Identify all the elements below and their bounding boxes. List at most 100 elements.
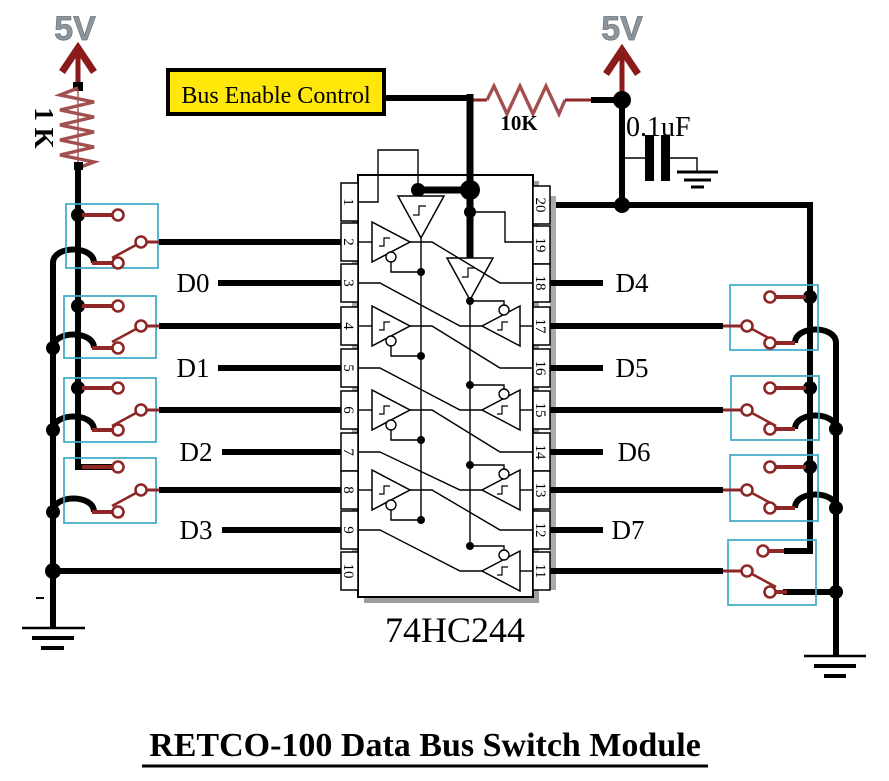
switch-left-1: [65, 203, 159, 270]
switch-box: [729, 284, 819, 351]
resistor-10k-symbol: [485, 81, 567, 119]
junction-dot: [803, 381, 817, 395]
switch-lever: [111, 327, 137, 344]
ground-symbol-right: [804, 654, 866, 678]
d4-label: D4: [616, 268, 649, 298]
svg-text:1: 1: [340, 198, 356, 206]
vcc-right: 5V: [601, 10, 643, 205]
switch-pole: [740, 564, 754, 578]
svg-text:19: 19: [532, 238, 548, 253]
switch-left-3: [63, 377, 159, 443]
switch-contact: [763, 501, 777, 515]
switch-contact: [111, 460, 125, 474]
switch-pole: [740, 483, 754, 497]
vcc-arrowhead-icon: [603, 43, 641, 76]
vcc-left: 5V: [54, 10, 97, 91]
bus-enable-box: [166, 68, 386, 116]
d7-label: D7: [612, 515, 645, 545]
switch-contact: [111, 299, 125, 313]
enable-buffer-triangle: [396, 195, 446, 240]
ground-symbol-cap: [677, 170, 718, 189]
junction-dot: [71, 299, 85, 313]
resistor-10k: 10K: [473, 81, 618, 135]
switch-pole: [134, 235, 148, 249]
ic-pin-8: 8: [340, 470, 359, 510]
switch-contact: [763, 460, 777, 474]
switch-left-4: [63, 457, 159, 524]
switch-pole: [134, 483, 148, 497]
buffer-1a: [358, 220, 533, 284]
data-labels-left: D0 D1 D2 D3: [177, 268, 341, 545]
ic-internals: [358, 94, 533, 593]
buffer-4a: [358, 468, 533, 531]
vcc-arrowhead-icon: [59, 41, 97, 74]
switch-pole: [134, 319, 148, 333]
switch-contact: [111, 256, 125, 270]
svg-text:8: 8: [340, 486, 356, 494]
svg-text:13: 13: [532, 483, 548, 498]
wire-cap: [73, 82, 83, 91]
ic-pin-5: 5: [340, 348, 359, 388]
enable-buffer-triangle: [445, 257, 495, 302]
switch-contact: [111, 381, 125, 395]
d6-label: D6: [618, 437, 651, 467]
ic-pin-6: 6: [340, 390, 359, 430]
ic-pins-right: 20 19 18 17 16 15 14 13 12 11: [532, 185, 551, 591]
switch-lever: [111, 491, 137, 508]
schematic-title: RETCO-100 Data Bus Switch Module: [149, 727, 701, 764]
buffer-2b: [358, 367, 533, 432]
vcc-left-label: 5V: [54, 10, 96, 48]
d5-label: D5: [616, 353, 649, 383]
wire-hop: [50, 246, 97, 264]
svg-text:2: 2: [340, 238, 356, 246]
ic-pin-12: 12: [532, 510, 551, 550]
svg-text:11: 11: [532, 564, 548, 578]
ic-part-label: 74HC244: [385, 610, 525, 650]
switch-contact: [763, 422, 777, 436]
svg-text:9: 9: [340, 526, 356, 534]
ic-pin-2: 2: [340, 222, 359, 262]
ic-pin-7: 7: [340, 432, 359, 472]
ic-pin-3: 3: [340, 263, 359, 303]
switch-contact: [763, 290, 777, 304]
ic-pin-9: 9: [340, 510, 359, 550]
junction-dot: [829, 422, 843, 436]
svg-text:15: 15: [532, 403, 548, 418]
switch-box: [65, 203, 159, 269]
ic-pin-17: 17: [532, 306, 551, 346]
junction-dot: [46, 505, 60, 519]
svg-text:4: 4: [340, 322, 356, 330]
ic-pin-14: 14: [532, 432, 551, 472]
switch-right-1: [723, 284, 819, 351]
junction-dot: [46, 341, 60, 355]
svg-text:12: 12: [532, 523, 548, 538]
junction-dot: [46, 423, 60, 437]
switch-pole: [134, 403, 148, 417]
switch-wires: [159, 239, 723, 574]
svg-text:16: 16: [532, 361, 548, 377]
ic-pin-16: 16: [532, 348, 551, 388]
switch-left-2: [63, 295, 159, 359]
junction-dot: [71, 381, 85, 395]
switch-box: [730, 375, 820, 441]
switch-lever: [111, 243, 137, 260]
buffer-3b: [358, 451, 533, 512]
wire-hop: [792, 326, 839, 344]
switch-right-4: [723, 539, 817, 606]
d1-label: D1: [177, 353, 210, 383]
resistor-10k-label: 10K: [500, 111, 538, 135]
switch-contact: [763, 585, 777, 599]
svg-text:17: 17: [532, 319, 548, 335]
switch-pole: [740, 319, 754, 333]
buffer-3a: [358, 388, 533, 453]
buffer-4b: [358, 529, 533, 593]
buffer-1b: [358, 282, 533, 348]
resistor-1k-label: 1 K: [29, 107, 59, 148]
ic-74hc244: 1 2 3 4 5 6 7 8 9 10 20 19 18 17 16 15 1…: [340, 94, 556, 650]
ic-pin-20: 20: [532, 185, 551, 225]
svg-text:18: 18: [532, 276, 548, 291]
ic-pin-4: 4: [340, 306, 359, 346]
vcc-distribution-wires: [550, 197, 813, 554]
ic-pin-15: 15: [532, 390, 551, 430]
junction-dot: [411, 183, 425, 197]
